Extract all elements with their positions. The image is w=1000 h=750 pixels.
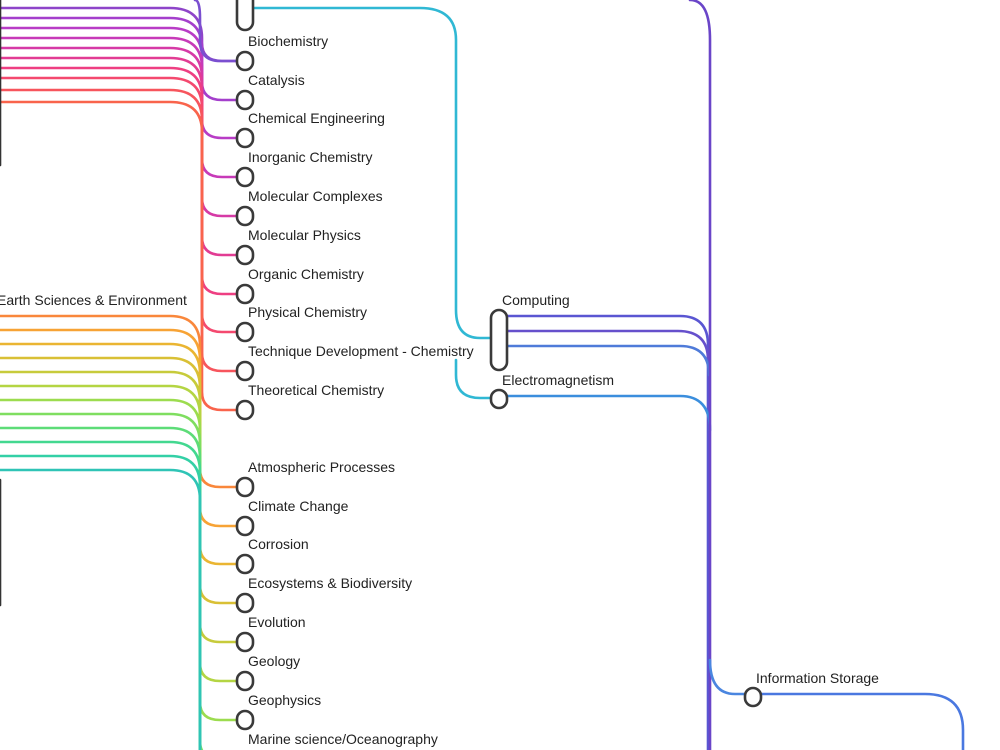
label-ecosystems-biodiversity: Ecosystems & Biodiversity [248, 575, 413, 591]
label-geology: Geology [248, 653, 301, 669]
label-organic-chemistry: Organic Chemistry [248, 266, 364, 282]
label-physical-chemistry: Physical Chemistry [248, 304, 368, 320]
node-technique-development-chemistry[interactable] [235, 360, 255, 382]
node-organic-chemistry[interactable] [235, 283, 255, 305]
label-molecular-complexes: Molecular Complexes [248, 188, 383, 204]
node-corrosion[interactable] [235, 553, 255, 575]
computing-link-2 [505, 329, 710, 362]
computing-link-3 [505, 344, 711, 377]
right-spine [688, 0, 712, 750]
teal-link-to-electromagnetism [454, 358, 494, 400]
label-earth-sciences-environment: Earth Sciences & Environment [0, 292, 187, 308]
chem-link-theoretical-chemistry [0, 100, 238, 412]
electromagnetism-link [505, 394, 712, 432]
earth-link-extra-1 [0, 440, 202, 750]
label-catalysis: Catalysis [248, 72, 305, 88]
label-biochemistry: Biochemistry [248, 33, 329, 49]
computing-link-1 [505, 314, 710, 750]
chem-top-link [193, 0, 238, 63]
node-electromagnetism[interactable] [489, 388, 509, 410]
node-molecular-complexes[interactable] [235, 205, 255, 227]
node-biochemistry[interactable] [235, 50, 255, 72]
node-theoretical-chemistry[interactable] [235, 399, 255, 421]
label-atmospheric-processes: Atmospheric Processes [248, 459, 396, 475]
label-computing: Computing [502, 292, 570, 308]
node-information-storage[interactable] [743, 686, 763, 708]
node-molecular-physics[interactable] [235, 244, 255, 266]
label-information-storage: Information Storage [756, 670, 879, 686]
label-marine-science-oceanography: Marine science/Oceanography [248, 731, 438, 747]
node-chemical-engineering[interactable] [235, 127, 255, 149]
label-technique-development-chemistry: Technique Development - Chemistry [248, 343, 474, 359]
label-theoretical-chemistry: Theoretical Chemistry [248, 382, 385, 398]
label-geophysics: Geophysics [248, 692, 322, 708]
spine-to-info-storage [708, 658, 748, 696]
node-catalysis[interactable] [235, 89, 255, 111]
label-evolution: Evolution [248, 614, 306, 630]
node-geophysics[interactable] [235, 709, 255, 731]
node-geology[interactable] [235, 670, 255, 692]
node-computing[interactable] [489, 308, 509, 372]
earth-link-extra-2 [0, 454, 202, 750]
node-chemistry-cluster[interactable] [235, 0, 255, 32]
label-chemical-engineering: Chemical Engineering [248, 110, 385, 126]
label-climate-change: Climate Change [248, 498, 349, 514]
node-climate-change[interactable] [235, 515, 255, 537]
node-atmospheric-processes[interactable] [235, 476, 255, 498]
teal-link-chem-to-computing [251, 6, 494, 340]
label-corrosion: Corrosion [248, 536, 309, 552]
label-electromagnetism: Electromagnetism [502, 372, 615, 388]
node-evolution[interactable] [235, 631, 255, 653]
label-inorganic-chemistry: Inorganic Chemistry [248, 149, 373, 165]
info-storage-link [759, 692, 965, 750]
earth-link-extra-3 [0, 468, 202, 750]
node-inorganic-chemistry[interactable] [235, 166, 255, 188]
earth-link-extra-0 [0, 426, 202, 750]
node-ecosystems-biodiversity[interactable] [235, 592, 255, 614]
label-molecular-physics: Molecular Physics [248, 227, 361, 243]
node-physical-chemistry[interactable] [235, 321, 255, 343]
